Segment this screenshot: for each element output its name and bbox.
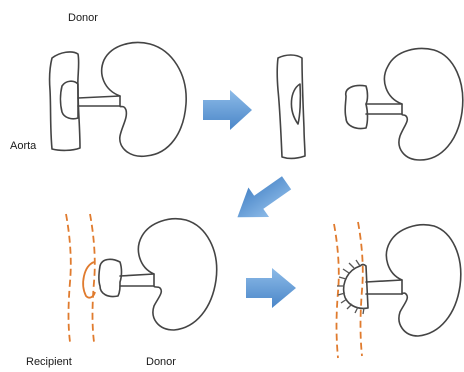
renal-vessel xyxy=(78,96,120,106)
label-donor-bottom: Donor xyxy=(146,356,176,368)
panel-separated xyxy=(277,49,463,160)
recipient-vessel-right xyxy=(90,214,95,342)
panel-anastomosis xyxy=(334,222,461,358)
recipient-vessel-left-4 xyxy=(334,224,339,358)
arrow-down-left xyxy=(227,168,297,232)
suture-marks xyxy=(337,260,364,314)
recipient-vessel-left xyxy=(66,214,71,342)
aortic-patch xyxy=(61,81,79,119)
excised-patch xyxy=(345,85,367,128)
patch-hole xyxy=(291,84,300,124)
arrow-right-bottom xyxy=(246,268,296,308)
label-recipient: Recipient xyxy=(26,356,72,368)
renal-vessel-4 xyxy=(366,280,402,294)
panel-donor-with-aorta xyxy=(50,43,187,157)
aortic-segment xyxy=(50,52,80,150)
panel-recipient-before xyxy=(66,214,217,342)
donor-kidney xyxy=(102,43,186,157)
renal-vessel-3 xyxy=(120,274,154,286)
arrow-right-top xyxy=(203,90,252,130)
label-aorta: Aorta xyxy=(10,140,36,152)
kidney-patch-3 xyxy=(99,259,122,296)
recipient-vessel-right-4 xyxy=(358,222,363,356)
label-donor-top: Donor xyxy=(68,12,98,24)
renal-vessel-2 xyxy=(366,104,402,114)
